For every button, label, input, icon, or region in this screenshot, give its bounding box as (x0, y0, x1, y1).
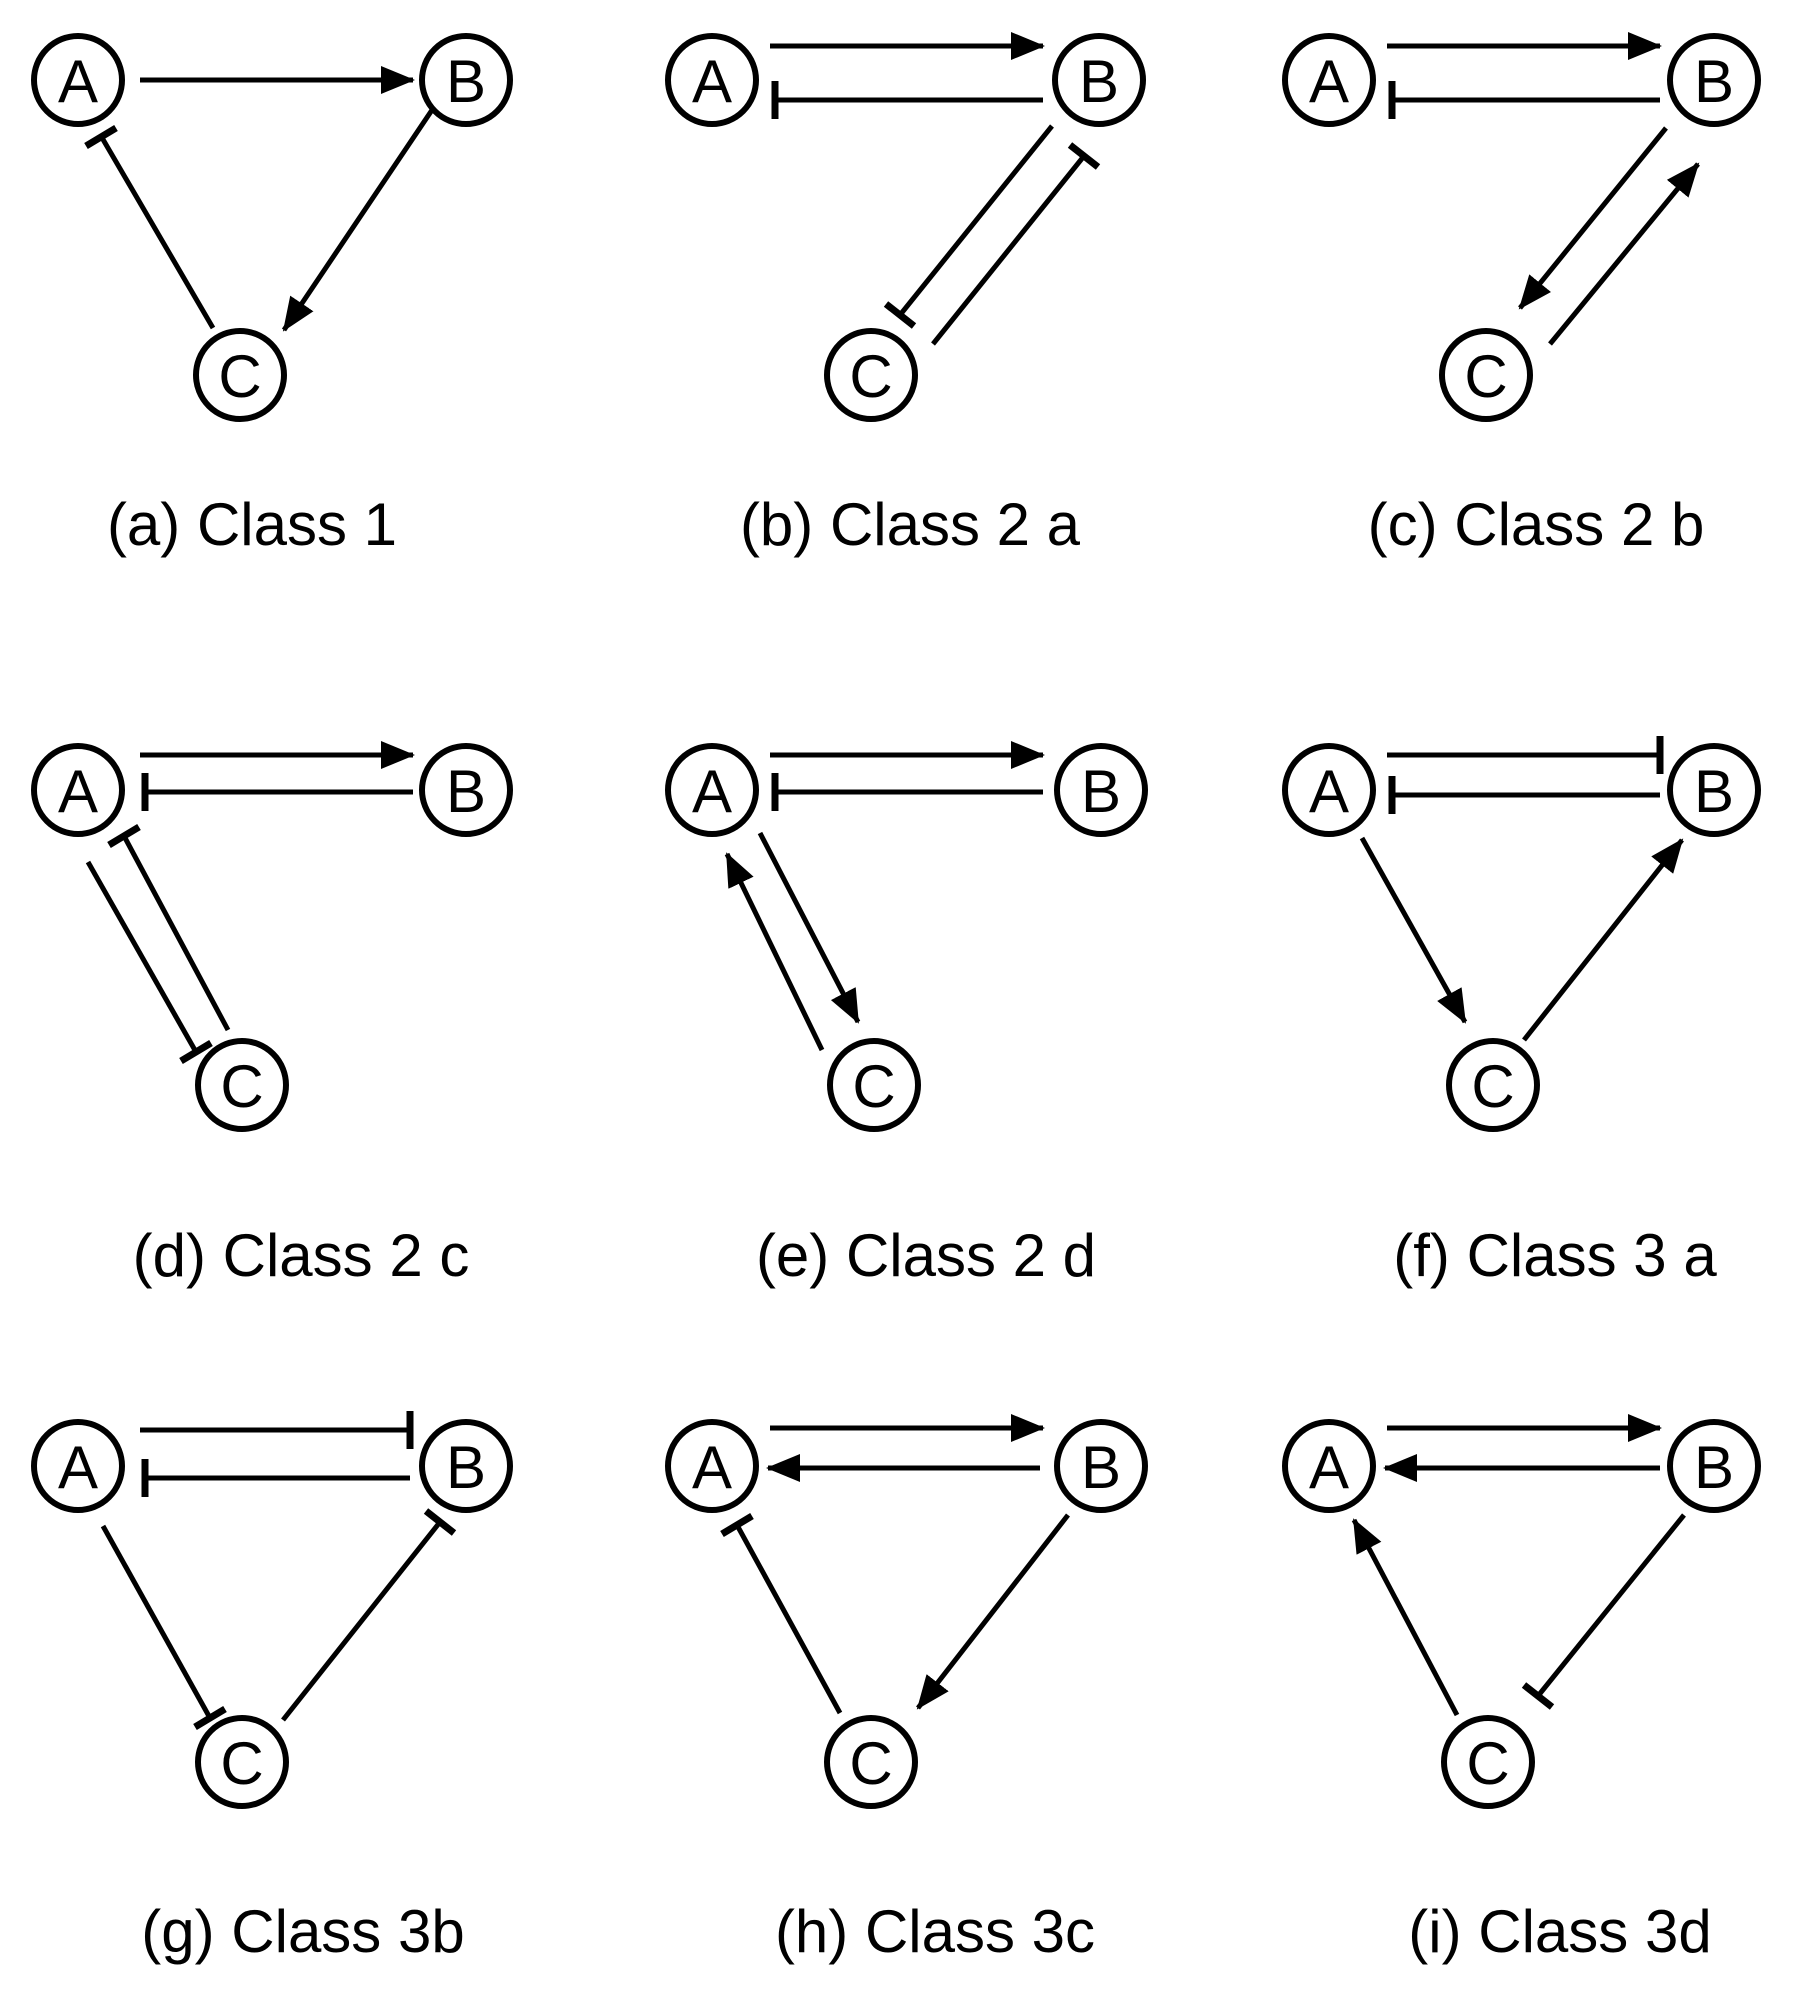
panel-h: A B C (h) Class 3c (665, 1414, 1148, 1965)
edge-b-to-a-inhibition (141, 773, 413, 811)
node-label: A (1309, 48, 1349, 115)
caption-b: (b) Class 2 a (740, 491, 1081, 558)
panel-d: A B C (d) Class 2 c (31, 741, 513, 1289)
node-label: A (1309, 758, 1349, 825)
edge-b-to-a-inhibition (771, 81, 1043, 119)
node-b: B (1054, 743, 1148, 837)
edge-c-to-a-inhibition (720, 1512, 843, 1715)
edge-a-to-c (1359, 836, 1468, 1024)
node-a: A (31, 33, 125, 127)
node-b: B (419, 743, 513, 837)
node-b: B (1054, 1419, 1148, 1513)
node-label: B (1081, 1434, 1121, 1501)
node-label: B (1694, 1434, 1734, 1501)
edge-b-to-c (1518, 126, 1668, 310)
node-label: B (446, 48, 486, 115)
node-label: C (220, 1053, 263, 1120)
edge-a-to-c-inhibition (100, 1524, 227, 1731)
node-c: C (824, 328, 918, 422)
node-b: B (1052, 33, 1146, 127)
node-c: C (193, 328, 287, 422)
node-label: A (692, 758, 732, 825)
caption-f: (f) Class 3 a (1393, 1222, 1717, 1289)
panel-f: A B C (f) Class 3 a (1282, 736, 1761, 1289)
edge-b-to-a-inhibition (1388, 81, 1660, 119)
panel-g: A B C (g) Class 3b (31, 1411, 513, 1965)
node-c: C (1446, 1038, 1540, 1132)
edge-c-to-a-inhibition (84, 124, 216, 330)
node-label: C (1464, 343, 1507, 410)
edge-b-to-c (281, 108, 435, 332)
node-c: C (824, 1715, 918, 1809)
node-label: B (1079, 48, 1119, 115)
node-c: C (195, 1715, 289, 1809)
node-label: B (1694, 758, 1734, 825)
edge-a-to-b-inhibition (1387, 736, 1664, 774)
node-label: C (1471, 1053, 1514, 1120)
edge-c-to-a-inhibition (107, 823, 231, 1032)
edge-c-to-a (1351, 1518, 1460, 1717)
caption-g: (g) Class 3b (141, 1898, 464, 1965)
caption-i: (i) Class 3d (1408, 1898, 1711, 1965)
node-label: B (1081, 758, 1121, 825)
edge-b-to-a-inhibition (1388, 776, 1660, 814)
edge-c-to-a (724, 852, 825, 1052)
node-label: A (692, 48, 732, 115)
edge-a-to-c-inhibition (85, 860, 213, 1065)
caption-d: (d) Class 2 c (133, 1222, 470, 1289)
edge-b-to-a-inhibition (141, 1459, 410, 1497)
node-a: A (1282, 1419, 1376, 1513)
edge-b-to-a-inhibition (771, 773, 1043, 811)
node-a: A (665, 743, 759, 837)
node-b: B (1667, 33, 1761, 127)
node-a: A (665, 33, 759, 127)
panel-c: A B C (c) Class 2 b (1282, 32, 1761, 558)
node-c: C (1441, 1715, 1535, 1809)
node-label: A (58, 1434, 98, 1501)
node-label: B (446, 1434, 486, 1501)
node-label: A (1309, 1434, 1349, 1501)
edge-b-to-c (916, 1513, 1070, 1710)
caption-a: (a) Class 1 (107, 491, 397, 558)
node-a: A (31, 1419, 125, 1513)
node-label: A (58, 48, 98, 115)
edge-a-to-b-inhibition (140, 1411, 414, 1449)
panel-i: A B C (i) Class 3d (1282, 1414, 1761, 1965)
panel-a: A B C (a) Class 1 (31, 33, 513, 558)
edge-a-to-c (757, 831, 861, 1024)
node-label: B (1694, 48, 1734, 115)
node-label: C (220, 1730, 263, 1797)
node-a: A (1282, 33, 1376, 127)
edge-c-to-b (1522, 838, 1684, 1042)
panel-b: A B C (b) Class 2 a (665, 32, 1146, 558)
node-c: C (1439, 328, 1533, 422)
node-c: C (827, 1038, 921, 1132)
node-label: C (218, 343, 261, 410)
node-label: A (692, 1434, 732, 1501)
node-b: B (1667, 743, 1761, 837)
node-a: A (1282, 743, 1376, 837)
node-a: A (665, 1419, 759, 1513)
node-label: C (1466, 1730, 1509, 1797)
caption-h: (h) Class 3c (775, 1898, 1095, 1965)
panel-e: A B C (e) Class 2 d (665, 741, 1148, 1289)
node-a: A (31, 743, 125, 837)
node-label: C (852, 1053, 895, 1120)
node-label: C (849, 343, 892, 410)
edge-b-to-c-inhibition (883, 124, 1054, 329)
edge-c-to-b (1548, 162, 1700, 346)
node-label: B (446, 758, 486, 825)
edge-b-to-c-inhibition (1521, 1513, 1686, 1710)
node-label: C (849, 1730, 892, 1797)
caption-c: (c) Class 2 b (1368, 491, 1705, 558)
node-b: B (1667, 1419, 1761, 1513)
node-label: A (58, 758, 98, 825)
node-b: B (419, 33, 513, 127)
edge-c-to-b-inhibition (281, 1508, 457, 1722)
caption-e: (e) Class 2 d (756, 1222, 1096, 1289)
node-c: C (195, 1038, 289, 1132)
node-b: B (419, 1419, 513, 1513)
edge-c-to-b-inhibition (931, 142, 1101, 346)
